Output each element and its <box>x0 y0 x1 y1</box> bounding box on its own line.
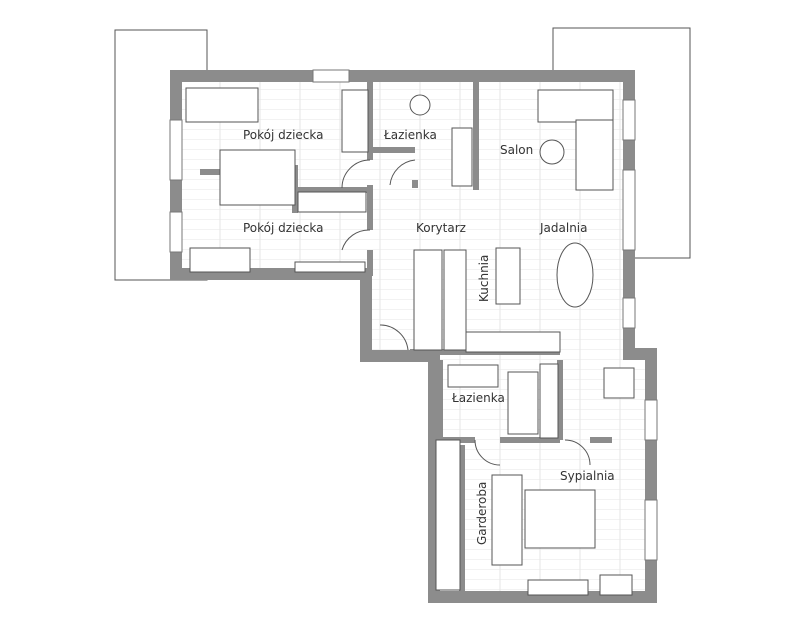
room-label: Korytarz <box>416 221 466 235</box>
room-label: Łazienka <box>383 128 437 142</box>
room-label: Łazienka <box>451 391 505 405</box>
room-label: Kuchnia <box>477 255 491 302</box>
room-label: Pokój dziecka <box>243 221 323 235</box>
room-label: Pokój dziecka <box>243 128 323 142</box>
room-label: Garderoba <box>475 482 489 545</box>
windows <box>169 69 658 561</box>
doors <box>341 159 591 466</box>
exterior-wall <box>170 70 657 603</box>
room-label: Jadalnia <box>539 221 588 235</box>
room-label: Sypialnia <box>560 469 615 483</box>
room-label: Salon <box>500 143 533 157</box>
furniture <box>185 87 635 596</box>
